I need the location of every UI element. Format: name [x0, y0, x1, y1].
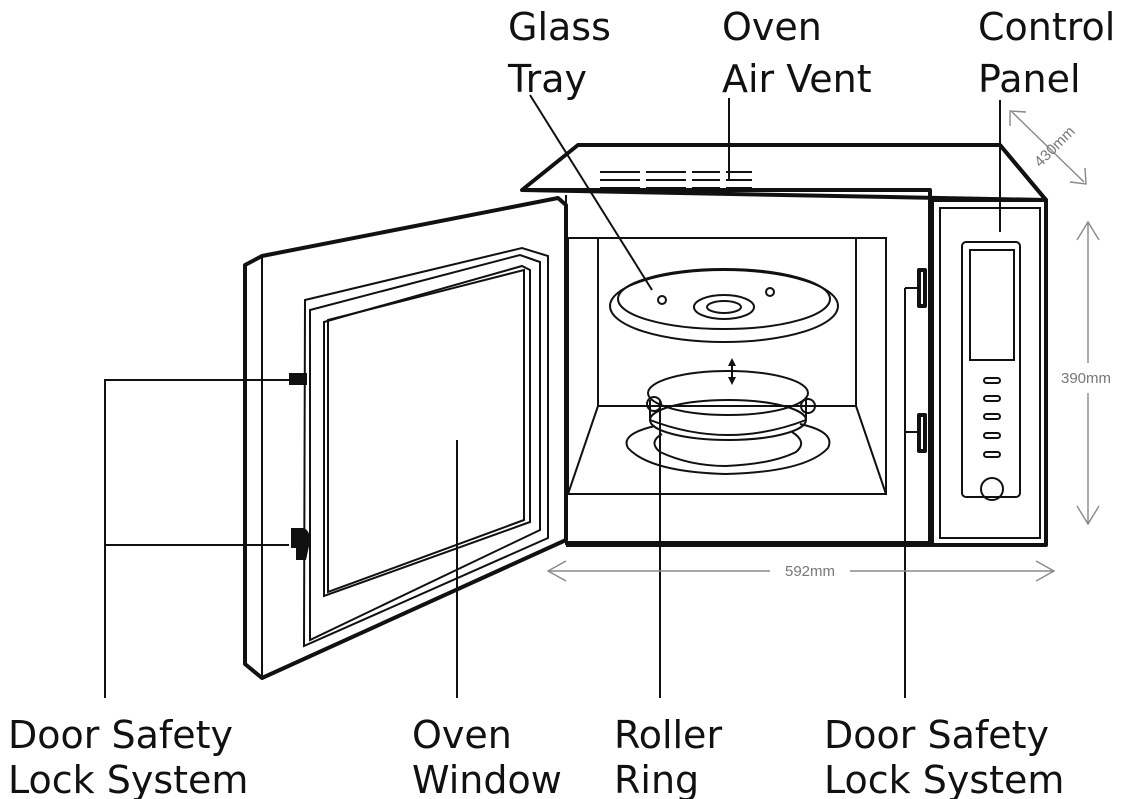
- label-glass-tray: Glass Tray: [507, 5, 623, 101]
- control-panel-display-frame: [961, 241, 1021, 498]
- leader-lines: [104, 94, 1001, 698]
- control-panel: [930, 198, 1048, 547]
- label-oven-air-vent: Oven Air Vent: [722, 5, 872, 101]
- control-button: [983, 432, 1001, 439]
- door-latch-top: [289, 373, 307, 385]
- dimension-height: 390mm: [1061, 220, 1111, 526]
- door-lock-latches-right: [905, 268, 927, 453]
- label-oven-window: Oven Window: [412, 713, 562, 799]
- label-control-panel: Control Panel: [978, 5, 1127, 101]
- control-panel-display: [969, 249, 1015, 361]
- glass-tray: [609, 268, 839, 343]
- roller-wheel: [800, 398, 816, 414]
- oven-cavity: [567, 237, 887, 495]
- control-button: [983, 377, 1001, 384]
- air-vent-slots: [600, 171, 752, 189]
- control-button: [983, 395, 1001, 402]
- roller-ring: [625, 370, 831, 476]
- oven-front-frame: [522, 188, 932, 547]
- microwave-body: [520, 143, 1048, 547]
- oven-door: [243, 196, 568, 680]
- control-button: [983, 451, 1001, 458]
- dimension-width-label: 592mm: [785, 563, 835, 580]
- label-door-safety-lock-right: Door Safety Lock System: [824, 713, 1064, 799]
- control-button: [983, 413, 1001, 420]
- label-door-safety-lock-left: Door Safety Lock System: [8, 713, 248, 799]
- dimension-height-label: 390mm: [1061, 370, 1111, 387]
- dimension-width: 592mm: [546, 560, 1056, 582]
- oven-window: [327, 268, 525, 594]
- door-latch-hook: [291, 528, 310, 560]
- control-knob: [980, 477, 1004, 501]
- dimension-depth-label: 430mm: [1031, 123, 1078, 170]
- label-roller-ring: Roller Ring: [614, 713, 734, 799]
